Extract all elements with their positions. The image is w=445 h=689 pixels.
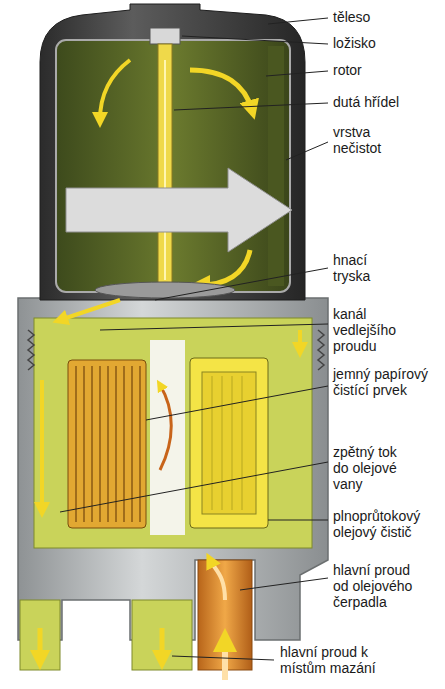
part-label: ložisko	[333, 35, 438, 51]
part-label: hlavní proud od olejového čerpadla	[333, 562, 428, 610]
part-label: těleso	[333, 9, 438, 25]
part-label: hnací tryska	[333, 252, 395, 284]
part-label: zpětný tok do olejové vany	[333, 444, 413, 492]
part-label: vrstva nečistot	[333, 124, 405, 156]
part-label: hlavní proud k místům mazání	[280, 644, 398, 676]
part-label: kanál vedlejšího proudu	[333, 306, 418, 354]
part-label: dutá hřídel	[333, 94, 438, 110]
part-label: jemný papírový čistící prvek	[333, 366, 428, 398]
part-label: plnoprůtokový olejový čistič	[333, 508, 438, 540]
part-label: rotor	[333, 62, 438, 78]
